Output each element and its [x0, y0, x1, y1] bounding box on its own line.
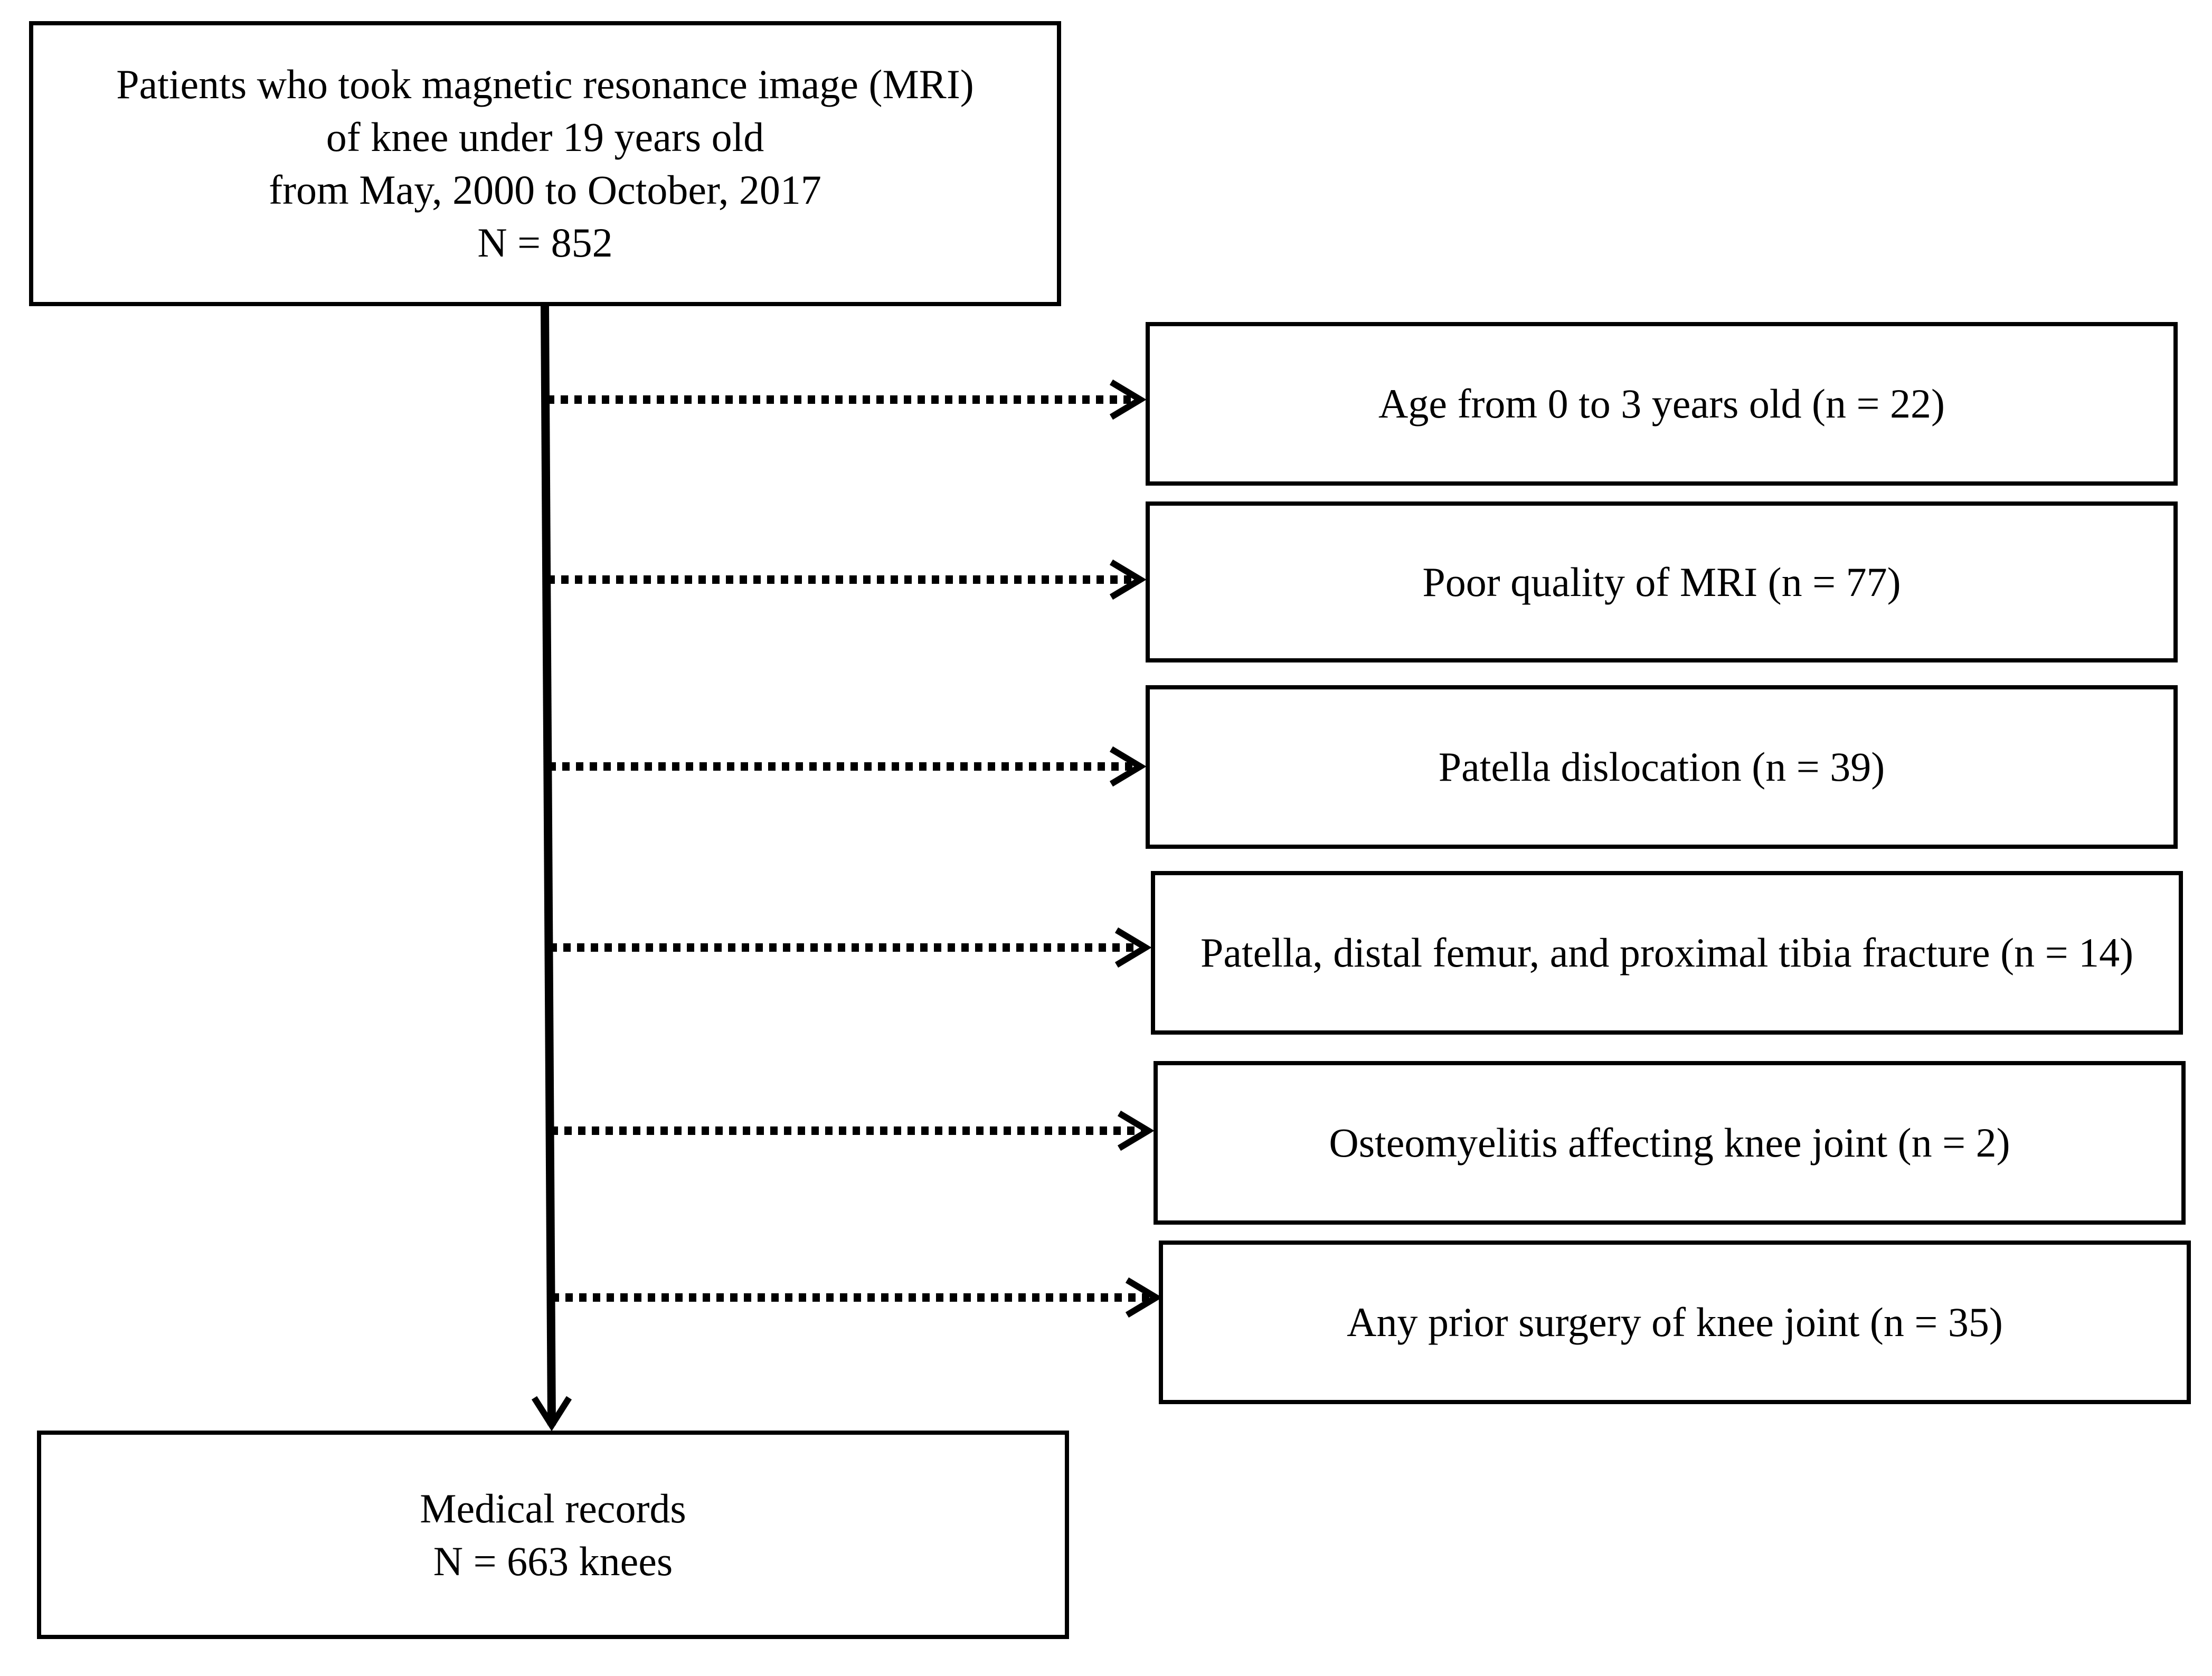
- exclusion-arrow-5: [551, 1110, 1155, 1151]
- exclusion-box-prior-surgery: Any prior surgery of knee joint (n = 35): [1159, 1241, 2191, 1404]
- main-flow-line: [541, 306, 556, 1426]
- initial-population-count: N = 852: [477, 220, 613, 266]
- initial-population-text: Patients who took magnetic resonance ima…: [116, 58, 974, 269]
- exclusion-box-poor-mri: Poor quality of MRI (n = 77): [1146, 501, 2178, 662]
- final-population-text: Medical records N = 663 knees: [420, 1482, 686, 1588]
- final-population-line: Medical records: [420, 1485, 686, 1531]
- exclusion-label: Patella, distal femur, and proximal tibi…: [1200, 930, 2134, 976]
- initial-population-box: Patients who took magnetic resonance ima…: [29, 21, 1061, 306]
- exclusion-arrow-4: [550, 927, 1152, 968]
- exclusion-arrow-3: [549, 746, 1147, 787]
- exclusion-label: Age from 0 to 3 years old (n = 22): [1378, 381, 1945, 427]
- exclusion-label: Any prior surgery of knee joint (n = 35): [1347, 1299, 2003, 1345]
- initial-population-line: of knee under 19 years old: [326, 114, 764, 160]
- exclusion-arrow-2: [547, 559, 1147, 600]
- exclusion-label: Patella dislocation (n = 39): [1438, 744, 1885, 790]
- final-population-box: Medical records N = 663 knees: [37, 1431, 1069, 1639]
- final-population-count: N = 663 knees: [433, 1538, 673, 1584]
- exclusion-box-age: Age from 0 to 3 years old (n = 22): [1146, 322, 2178, 486]
- exclusion-label: Poor quality of MRI (n = 77): [1422, 558, 1901, 605]
- exclusion-label: Osteomyelitis affecting knee joint (n = …: [1329, 1120, 2010, 1166]
- exclusion-arrow-1: [547, 379, 1147, 420]
- exclusion-box-fracture: Patella, distal femur, and proximal tibi…: [1151, 871, 2183, 1035]
- exclusion-box-patella-dislocation: Patella dislocation (n = 39): [1146, 685, 2178, 849]
- main-flow-arrowhead: [531, 1396, 572, 1432]
- exclusion-arrow-6: [552, 1277, 1162, 1318]
- exclusion-box-osteomyelitis: Osteomyelitis affecting knee joint (n = …: [1154, 1061, 2186, 1225]
- initial-population-line: from May, 2000 to October, 2017: [269, 167, 821, 213]
- initial-population-line: Patients who took magnetic resonance ima…: [116, 61, 974, 107]
